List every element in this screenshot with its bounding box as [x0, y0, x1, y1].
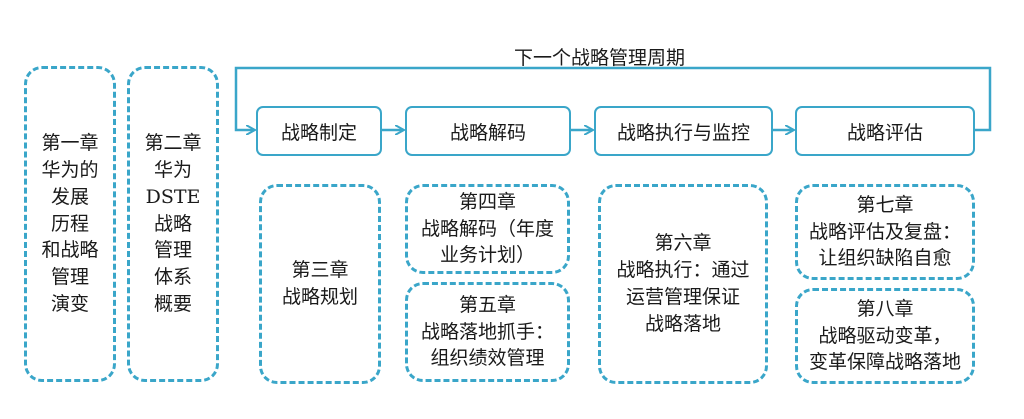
- chapter-2-line-7: 概要: [153, 293, 192, 316]
- chapter-2-line-3: DSTE: [145, 185, 201, 208]
- chapter-5-line-1: 第五章: [458, 293, 516, 316]
- chapter-3-line-1: 第三章: [291, 259, 349, 282]
- chapter-7-line-3: 让组织缺陷自愈: [818, 247, 952, 270]
- chapter-3-box: 第三章 战略规划: [259, 184, 381, 384]
- stage-execution-monitoring: 战略执行与监控: [594, 106, 773, 156]
- chapter-1-line-7: 演变: [50, 293, 89, 316]
- chapter-1-line-4: 历程: [50, 212, 89, 235]
- chapter-1-line-1: 第一章: [41, 131, 99, 154]
- stage-strategy-evaluation: 战略评估: [795, 106, 975, 156]
- chapter-2-line-1: 第二章: [144, 131, 202, 154]
- chapter-7-line-2: 战略评估及复盘：: [808, 220, 961, 243]
- chapter-5-line-3: 组织绩效管理: [430, 347, 545, 370]
- chapter-2-box: 第二章 华为 DSTE 战略 管理 体系 概要: [127, 66, 219, 382]
- chapter-1-line-3: 发展: [50, 185, 89, 208]
- chapter-7-box: 第七章 战略评估及复盘： 让组织缺陷自愈: [795, 184, 975, 280]
- chapter-8-line-2: 战略驱动变革，: [818, 324, 952, 347]
- chapter-4-line-3: 业务计划）: [439, 244, 535, 267]
- chapter-2-line-6: 体系: [153, 266, 192, 289]
- chapter-4-line-2: 战略解码（年度: [420, 217, 554, 240]
- chapter-8-line-1: 第八章: [856, 297, 914, 320]
- feedback-loop-line: [234, 66, 992, 130]
- chapter-8-box: 第八章 战略驱动变革， 变革保障战略落地: [795, 288, 975, 384]
- cycle-label: 下一个战略管理周期: [514, 47, 686, 69]
- chapter-6-line-2: 战略执行：通过: [616, 259, 750, 282]
- chapter-1-line-5: 和战略: [41, 239, 99, 262]
- chapter-6-box: 第六章 战略执行：通过 运营管理保证 战略落地: [598, 184, 768, 384]
- chapter-1-line-2: 华为的: [41, 158, 99, 181]
- chapter-8-line-3: 变革保障战略落地: [808, 351, 961, 374]
- stage-strategy-decoding: 战略解码: [405, 106, 571, 156]
- chapter-6-line-1: 第六章: [654, 232, 712, 255]
- chapter-2-line-5: 管理: [153, 239, 192, 262]
- chapter-2-line-4: 战略: [153, 212, 192, 235]
- chapter-6-line-4: 战略落地: [644, 312, 721, 335]
- chapter-3-line-2: 战略规划: [281, 286, 358, 308]
- chapter-4-box: 第四章 战略解码（年度 业务计划）: [405, 184, 570, 274]
- chapter-1-line-6: 管理: [50, 266, 89, 289]
- chapter-2-line-2: 华为: [153, 158, 192, 181]
- chapter-6-line-3: 运营管理保证: [625, 286, 740, 308]
- chapter-5-line-2: 战略落地抓手：: [420, 320, 554, 343]
- chapter-7-line-1: 第七章: [856, 193, 914, 216]
- chapter-4-line-1: 第四章: [458, 190, 516, 213]
- stage-strategy-formulation: 战略制定: [256, 106, 382, 156]
- chapter-1-box: 第一章 华为的 发展 历程 和战略 管理 演变: [24, 66, 116, 382]
- chapter-5-box: 第五章 战略落地抓手： 组织绩效管理: [405, 282, 570, 382]
